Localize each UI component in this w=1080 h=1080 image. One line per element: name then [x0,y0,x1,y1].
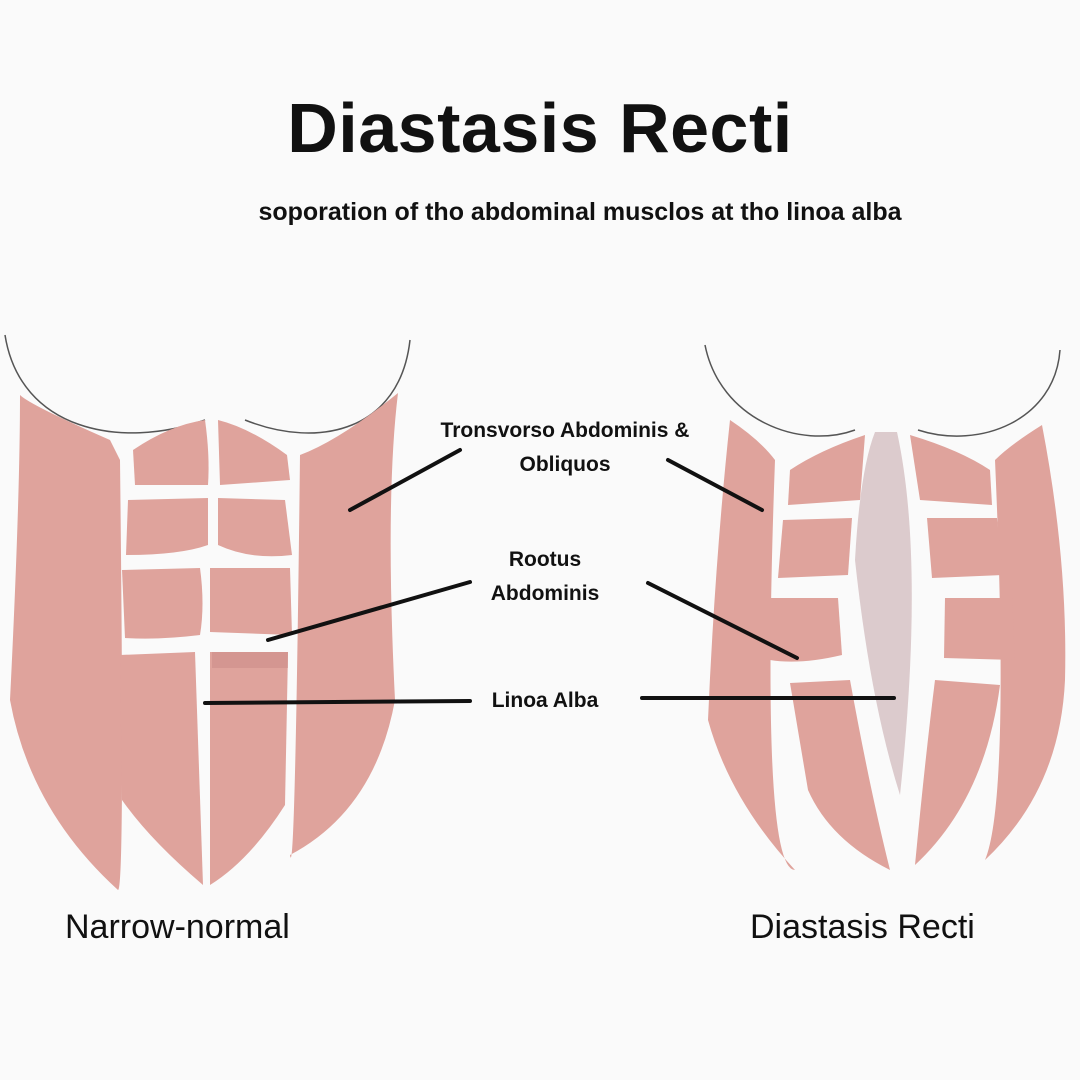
oblique-left-normal [10,395,123,890]
oblique-right-normal [290,393,398,858]
leader-transverse-left [348,448,462,512]
leader-rectus-left [266,580,472,642]
label-linea-alba: Linoa Alba [491,689,599,712]
torso-normal [4,334,411,890]
leader-linea-left [203,699,472,705]
caption-normal: Narrow-normal [65,908,290,946]
leader-rectus-right [646,581,799,660]
torso-diastasis [704,344,1066,870]
ribcage-outline-diastasis [704,344,1061,437]
label-rectus-abdominis: Rootus Abdominis [490,548,600,605]
caption-diastasis: Diastasis Recti [750,908,975,946]
linea-alba-gap [855,432,912,795]
oblique-left-diastasis [708,420,795,870]
leader-transverse-right [666,458,764,512]
page-title: Diastasis Recti [287,89,793,167]
oblique-right-diastasis [985,425,1066,860]
subtitle: soporation of tho abdominal musclos at t… [258,198,902,226]
label-transverse-abdominis: Tronsvorso Abdominis & Obliquos [440,419,690,476]
leader-lines [203,448,896,705]
ribcage-outline-normal [4,334,411,434]
